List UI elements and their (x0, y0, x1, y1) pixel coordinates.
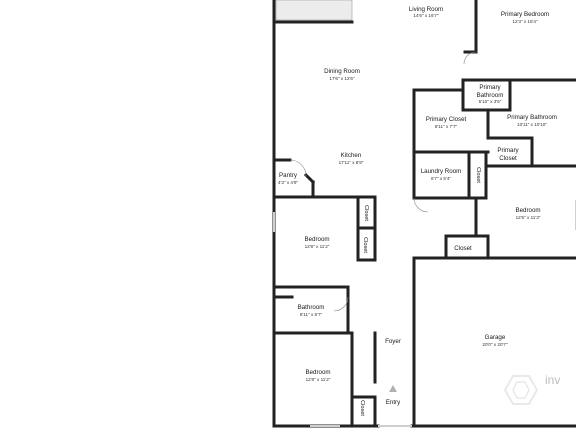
bedroom-1-dimensions: 12'8" x 11'2" (304, 244, 330, 249)
closet-laundry-label: Closet (474, 167, 481, 183)
primary-bedroom-dimensions: 12'3" x 15'4" (512, 19, 538, 24)
watermark-text: inv (545, 373, 561, 387)
primary-closet-small-label: Primary Closet (497, 147, 519, 162)
primary-closet-label: Primary Closet (425, 116, 467, 123)
bedroom-1-label: Bedroom (304, 236, 330, 243)
watermark-logo-icon (503, 375, 539, 405)
bathroom-dimensions: 8'11" x 5'7" (299, 312, 323, 317)
pantry-label: Pantry (279, 172, 297, 179)
entry-label: Entry (385, 399, 401, 406)
dining-room-label: Dining Room (324, 68, 360, 75)
closet-a-label: Closet (362, 205, 369, 221)
bathroom-label: Bathroom (297, 304, 325, 311)
primary-bathroom-dimensions: 10'11" x 10'10" (517, 122, 547, 127)
primary-bath-small-dimensions: 5'10" x 3'6" (478, 99, 502, 104)
kitchen-label: Kitchen (340, 152, 362, 159)
living-room-dimensions: 14'6" x 16'7" (413, 13, 439, 18)
closet-b-label: Closet (361, 237, 368, 253)
laundry-room-dimensions: 6'7" x 5'4" (430, 176, 452, 181)
bedroom-right-label: Bedroom (515, 207, 541, 214)
garage-dimensions: 20'0" x 20'7" (482, 342, 508, 347)
closet-c-label: Closet (358, 400, 365, 416)
bedroom-right-dimensions: 12'5" x 11'3" (515, 215, 541, 220)
bedroom-2-label: Bedroom (305, 369, 331, 376)
pantry-dimensions: 4'3" x 4'9" (277, 180, 299, 185)
closet-right-label: Closet (454, 245, 472, 252)
primary-bath-small-label: Primary Bathroom (471, 84, 509, 100)
dining-room-dimensions: 17'6" x 12'6" (329, 76, 355, 81)
foyer-label: Foyer (385, 338, 401, 345)
kitchen-dimensions: 17'11" x 8'9" (338, 160, 364, 165)
living-room-label: Living Room (408, 6, 444, 13)
laundry-room-label: Laundry Room (420, 168, 462, 175)
primary-closet-dimensions: 8'11" x 7'7" (434, 124, 458, 129)
primary-bath-small-name: Primary Bathroom (476, 84, 504, 99)
primary-bedroom-label: Primary Bedroom (500, 11, 550, 18)
garage-label: Garage (484, 334, 506, 341)
bedroom-2-dimensions: 12'8" x 11'2" (305, 377, 331, 382)
primary-bathroom-label: Primary Bathroom (507, 114, 557, 121)
